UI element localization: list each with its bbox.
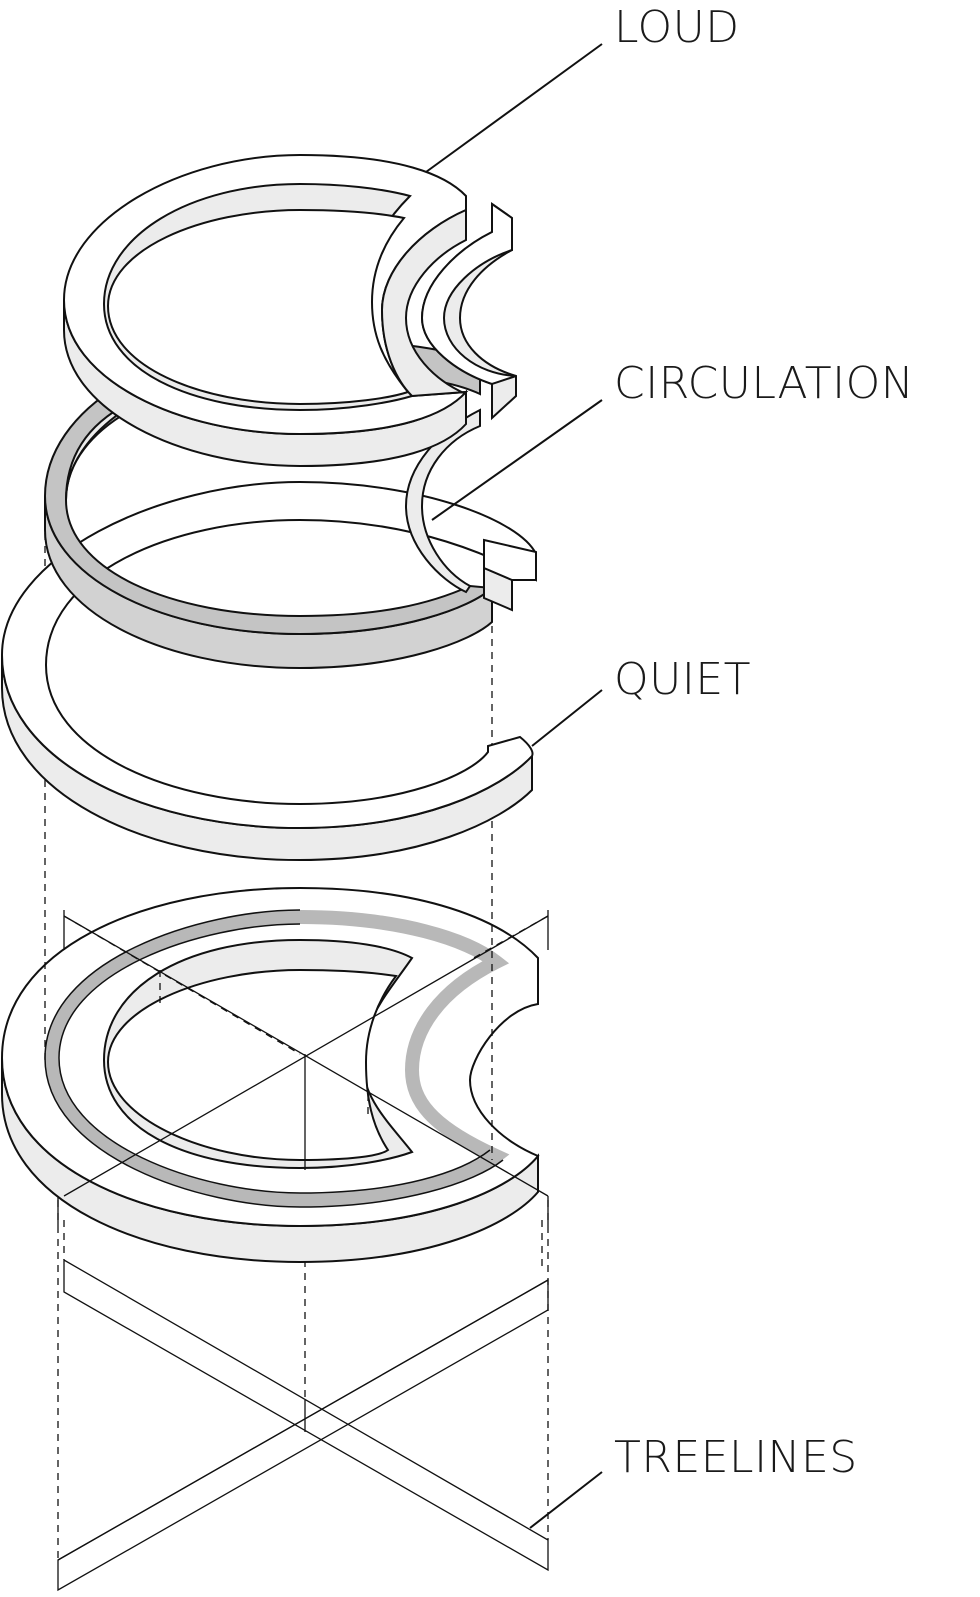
label-circulation: CIRCULATION — [614, 358, 914, 409]
label-loud: LOUD — [614, 2, 740, 53]
leader-lines — [425, 43, 603, 1529]
label-treelines: TREELINES — [614, 1432, 858, 1483]
projection-lines — [44, 520, 493, 1160]
quiet-ring — [0, 480, 537, 862]
label-quiet: QUIET — [614, 654, 751, 705]
treelines-layer — [57, 1200, 549, 1592]
loud-ring — [62, 153, 517, 468]
assembled-plan-ring — [0, 886, 549, 1264]
